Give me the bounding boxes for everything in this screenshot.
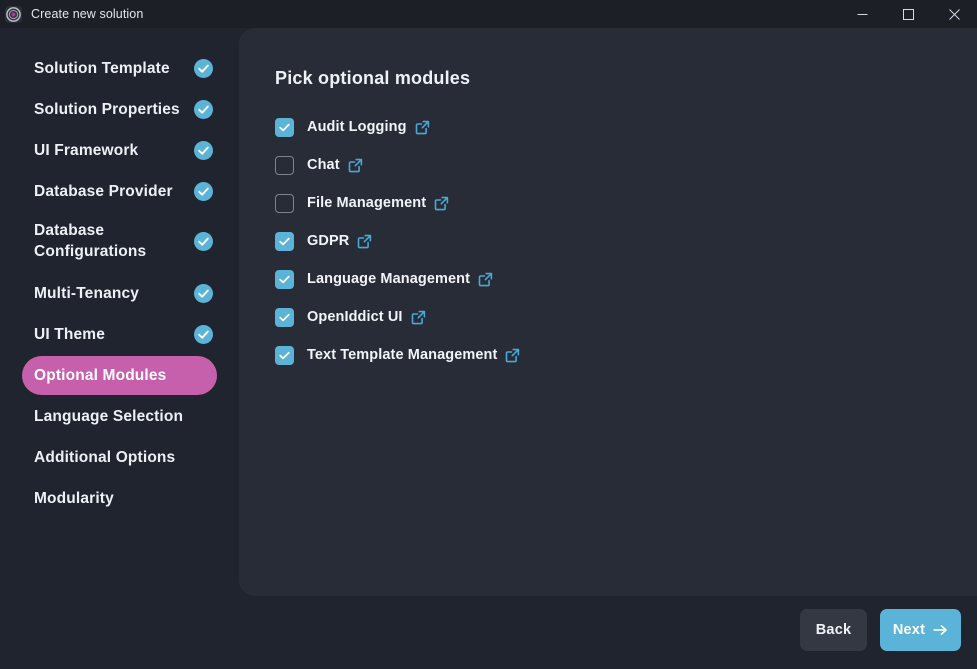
sidebar-item-label: Solution Template bbox=[34, 60, 170, 77]
external-link-icon[interactable] bbox=[415, 120, 430, 135]
module-label: Chat bbox=[307, 157, 340, 173]
sidebar-item-label: Additional Options bbox=[34, 449, 176, 466]
module-label: Language Management bbox=[307, 271, 471, 287]
back-button[interactable]: Back bbox=[800, 609, 867, 651]
arrow-right-icon bbox=[933, 624, 948, 636]
external-link-icon[interactable] bbox=[505, 348, 520, 363]
wizard-footer: Back Next bbox=[0, 596, 977, 669]
step-completed-check-icon bbox=[194, 59, 213, 78]
title-bar: Create new solution bbox=[0, 0, 977, 28]
sidebar-item-modularity[interactable]: Modularity bbox=[22, 488, 217, 509]
sidebar-item-label: Solution Properties bbox=[34, 101, 180, 118]
sidebar-item-ui-theme[interactable]: UI Theme bbox=[22, 324, 217, 345]
module-label: Text Template Management bbox=[307, 347, 498, 363]
sidebar-item-label: UI Framework bbox=[34, 142, 139, 159]
sidebar-item-solution-template[interactable]: Solution Template bbox=[22, 58, 217, 79]
next-button[interactable]: Next bbox=[880, 609, 961, 651]
sidebar-item-database-provider[interactable]: Database Provider bbox=[22, 181, 217, 202]
step-completed-check-icon bbox=[194, 284, 213, 303]
sidebar-item-label: Database Configurations bbox=[34, 222, 147, 260]
module-label: GDPR bbox=[307, 233, 350, 249]
sidebar-item-solution-properties[interactable]: Solution Properties bbox=[22, 99, 217, 120]
next-button-label: Next bbox=[892, 622, 926, 638]
sidebar-item-label: Database Provider bbox=[34, 183, 173, 200]
module-row-language-management[interactable]: Language Management bbox=[275, 260, 915, 298]
step-completed-check-icon bbox=[194, 325, 213, 344]
external-link-icon[interactable] bbox=[478, 272, 493, 287]
step-completed-check-icon bbox=[194, 141, 213, 160]
checkbox-audit-logging[interactable] bbox=[275, 117, 294, 137]
external-link-icon[interactable] bbox=[357, 234, 372, 249]
sidebar-item-label: Optional Modules bbox=[34, 367, 167, 384]
sidebar-item-additional-options[interactable]: Additional Options bbox=[22, 447, 217, 468]
module-row-audit-logging[interactable]: Audit Logging bbox=[275, 108, 915, 146]
sidebar-item-label: Multi-Tenancy bbox=[34, 285, 140, 302]
module-row-file-management[interactable]: File Management bbox=[275, 184, 915, 222]
checkbox-chat[interactable] bbox=[275, 155, 294, 175]
sidebar-item-language-selection[interactable]: Language Selection bbox=[22, 406, 217, 427]
external-link-icon[interactable] bbox=[348, 158, 363, 173]
window-title: Create new solution bbox=[31, 7, 144, 21]
window-controls bbox=[839, 0, 977, 28]
sidebar-item-label: Modularity bbox=[34, 490, 114, 507]
sidebar-item-label: UI Theme bbox=[34, 326, 105, 343]
external-link-icon[interactable] bbox=[411, 310, 426, 325]
module-row-chat[interactable]: Chat bbox=[275, 146, 915, 184]
sidebar-item-database-configurations[interactable]: Database Configurations bbox=[22, 220, 217, 262]
close-button[interactable] bbox=[931, 0, 977, 28]
module-label: OpenIddict UI bbox=[307, 309, 403, 325]
module-row-gdpr[interactable]: GDPR bbox=[275, 222, 915, 260]
checkbox-language-management[interactable] bbox=[275, 269, 294, 289]
abp-logo-icon bbox=[5, 5, 22, 23]
module-label: File Management bbox=[307, 195, 427, 211]
sidebar-item-multi-tenancy[interactable]: Multi-Tenancy bbox=[22, 283, 217, 304]
checkbox-gdpr[interactable] bbox=[275, 231, 294, 251]
maximize-button[interactable] bbox=[885, 0, 931, 28]
checkbox-file-management[interactable] bbox=[275, 193, 294, 213]
sidebar-item-label: Language Selection bbox=[34, 408, 184, 425]
sidebar-item-ui-framework[interactable]: UI Framework bbox=[22, 140, 217, 161]
checkbox-openiddict-ui[interactable] bbox=[275, 307, 294, 327]
step-completed-check-icon bbox=[194, 182, 213, 201]
page-title: Pick optional modules bbox=[275, 68, 471, 88]
step-completed-check-icon bbox=[194, 231, 213, 251]
checkbox-text-template-management[interactable] bbox=[275, 345, 294, 365]
module-row-openiddict-ui[interactable]: OpenIddict UI bbox=[275, 298, 915, 336]
module-label: Audit Logging bbox=[307, 119, 407, 135]
external-link-icon[interactable] bbox=[434, 196, 449, 211]
sidebar-item-optional-modules[interactable]: Optional Modules bbox=[22, 356, 217, 395]
module-row-text-template-management[interactable]: Text Template Management bbox=[275, 336, 915, 374]
minimize-button[interactable] bbox=[839, 0, 885, 28]
step-completed-check-icon bbox=[194, 100, 213, 119]
